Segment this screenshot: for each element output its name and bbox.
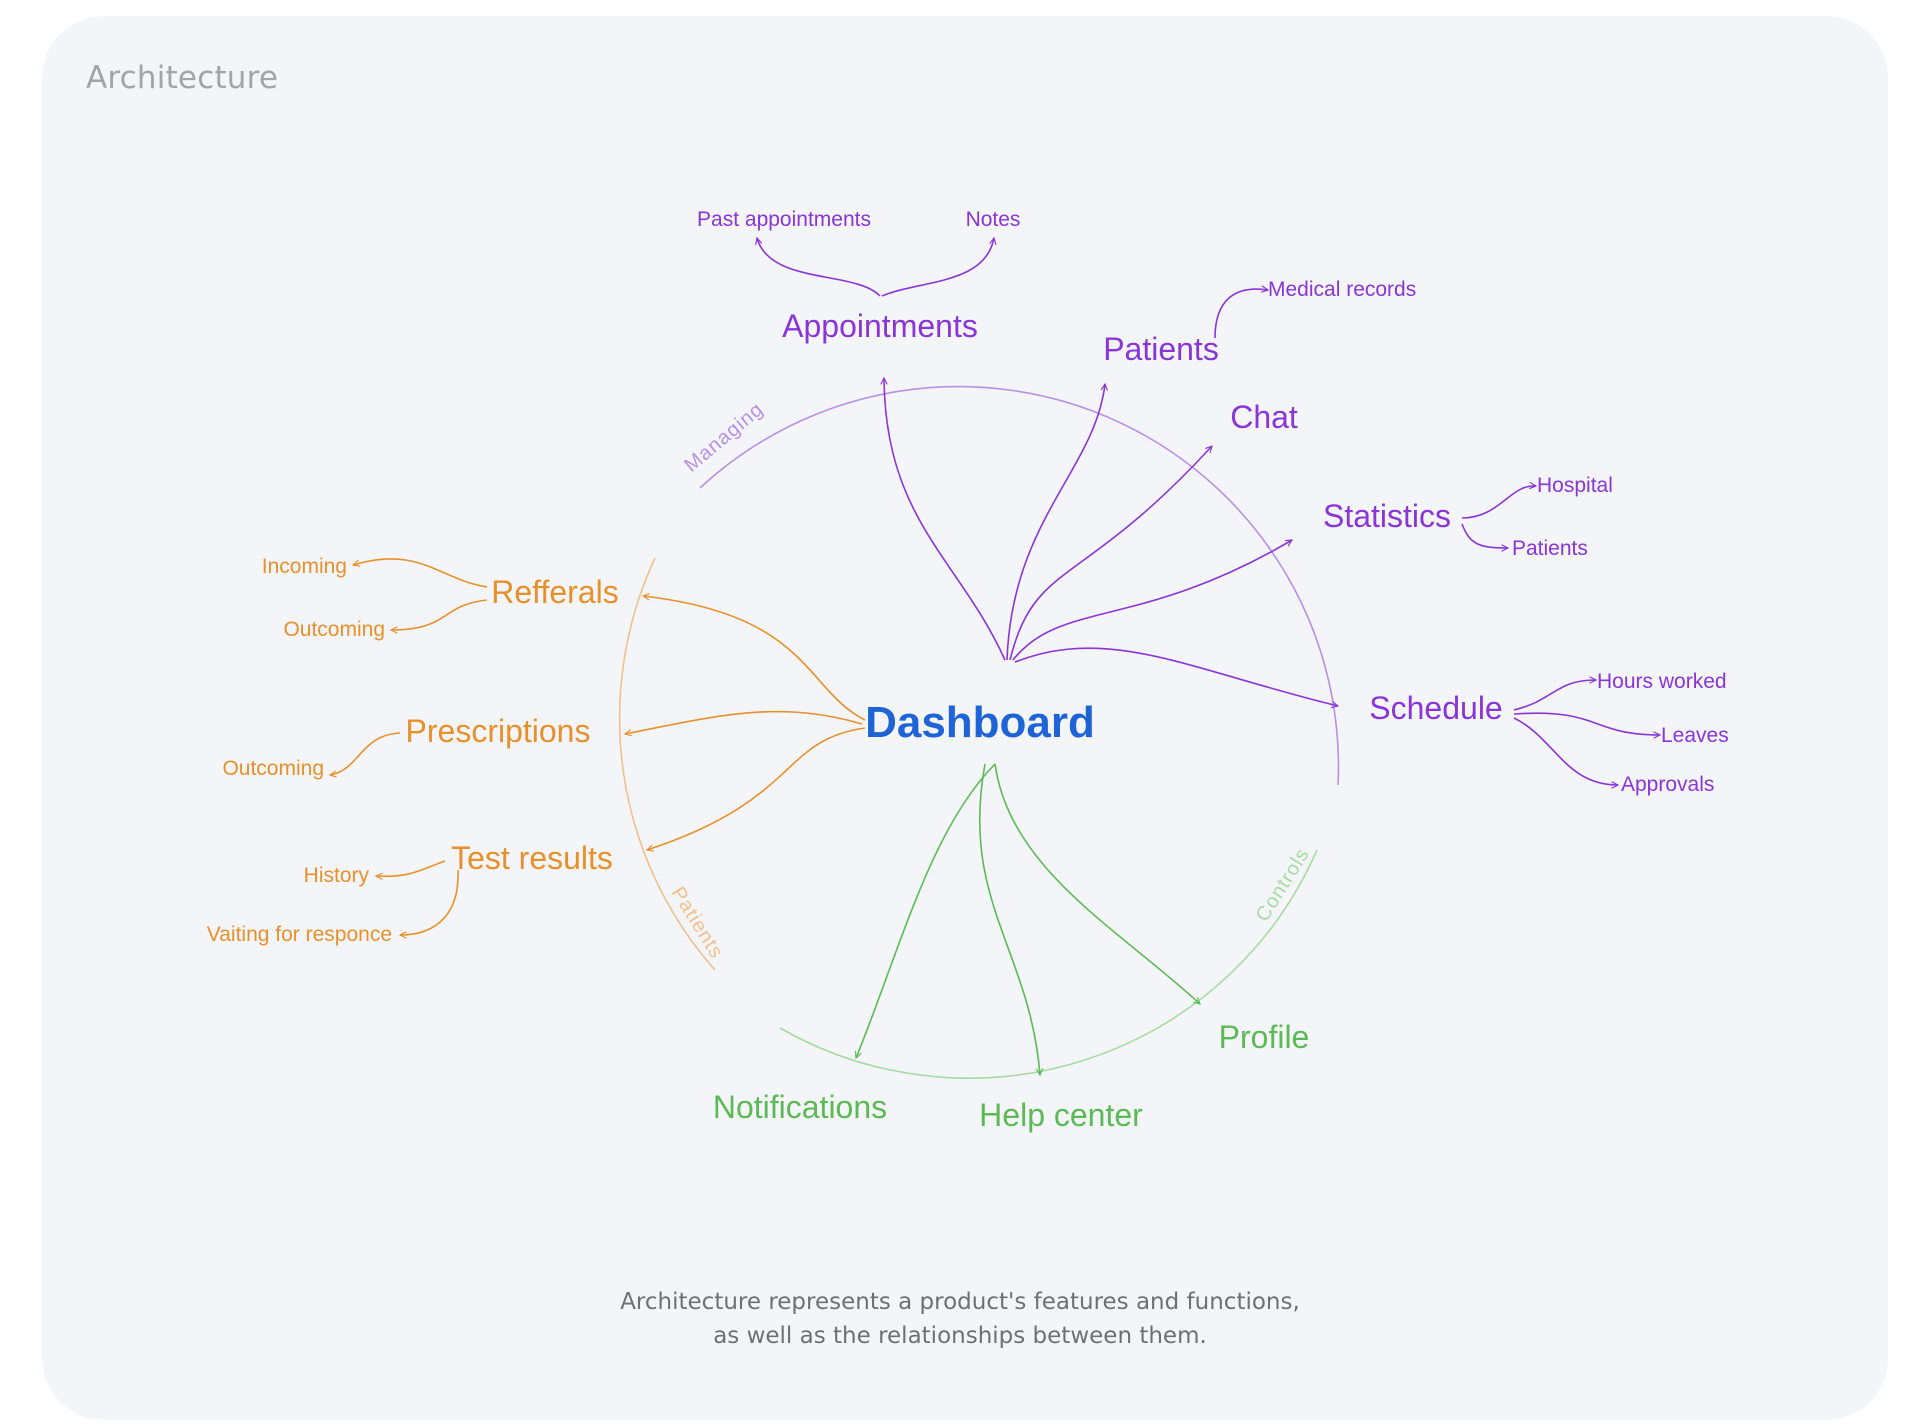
connector-presc-outcoming: [330, 732, 401, 775]
connector-incoming: [353, 558, 488, 588]
caption-line-1: Architecture represents a product's feat…: [620, 1289, 1300, 1315]
test-results-node: Test results: [451, 840, 613, 876]
history-subnode: History: [304, 864, 370, 887]
controls-group-arc: [779, 849, 1318, 1079]
connector-hours-worked: [1513, 680, 1596, 711]
chat-node: Chat: [1230, 399, 1298, 435]
patients-group-arc: [618, 557, 716, 971]
statistics-node: Statistics: [1323, 498, 1451, 534]
help-center-node: Help center: [979, 1097, 1143, 1133]
connector-past-appointments: [757, 238, 881, 297]
managing-group-arc: [699, 385, 1340, 786]
notes-subnode: Notes: [966, 208, 1021, 231]
connector-history: [376, 860, 446, 876]
connector-stat-patients: [1461, 523, 1508, 548]
caption: Architecture represents a product's feat…: [0, 1285, 1920, 1353]
hours-worked-subnode: Hours worked: [1597, 670, 1727, 693]
past-appointments-subnode: Past appointments: [697, 208, 871, 231]
connector-test-results: [647, 727, 866, 850]
incoming-subnode: Incoming: [262, 555, 347, 578]
connector-help-center: [978, 763, 1040, 1075]
connector-patients: [1006, 384, 1105, 661]
connector-hospital: [1461, 486, 1536, 519]
connector-referrals: [643, 596, 866, 721]
hospital-subnode: Hospital: [1537, 474, 1613, 497]
managing-group-label: Managing: [680, 398, 768, 476]
connector-chat: [1009, 446, 1212, 661]
leaves-subnode: Leaves: [1661, 724, 1729, 747]
dashboard-node: Dashboard: [865, 698, 1095, 747]
connector-leaves: [1513, 712, 1660, 735]
connector-approvals: [1513, 717, 1618, 785]
caption-line-2: as well as the relationships between the…: [713, 1323, 1207, 1349]
approvals-subnode: Approvals: [1621, 773, 1714, 796]
connector-statistics: [1012, 539, 1292, 661]
connector-ref-outcoming: [391, 599, 488, 630]
connector-waiting: [400, 869, 459, 935]
card-title: Architecture: [86, 60, 279, 96]
referrals-node: Refferals: [491, 574, 618, 610]
waiting-subnode: Vaiting for responce: [207, 923, 392, 946]
connector-medical-records: [1214, 289, 1268, 339]
prescriptions-node: Prescriptions: [406, 713, 591, 749]
patients-node: Patients: [1103, 331, 1219, 367]
connector-schedule: [1014, 647, 1338, 706]
ref-outcoming-subnode: Outcoming: [283, 618, 385, 641]
notifications-node: Notifications: [713, 1089, 887, 1125]
connector-prescriptions: [625, 710, 863, 734]
appointments-node: Appointments: [782, 308, 978, 344]
profile-node: Profile: [1219, 1019, 1310, 1055]
medical-records-subnode: Medical records: [1268, 278, 1416, 301]
connector-notifications: [856, 763, 996, 1058]
connector-notes: [881, 238, 994, 297]
schedule-node: Schedule: [1369, 690, 1502, 726]
controls-group-label: Controls: [1252, 844, 1314, 926]
stat-patients-subnode: Patients: [1512, 537, 1588, 560]
patients-group-label: Patients: [666, 883, 727, 963]
connector-appointments: [884, 378, 1006, 661]
connector-profile: [994, 763, 1200, 1004]
presc-outcoming-subnode: Outcoming: [222, 757, 324, 780]
